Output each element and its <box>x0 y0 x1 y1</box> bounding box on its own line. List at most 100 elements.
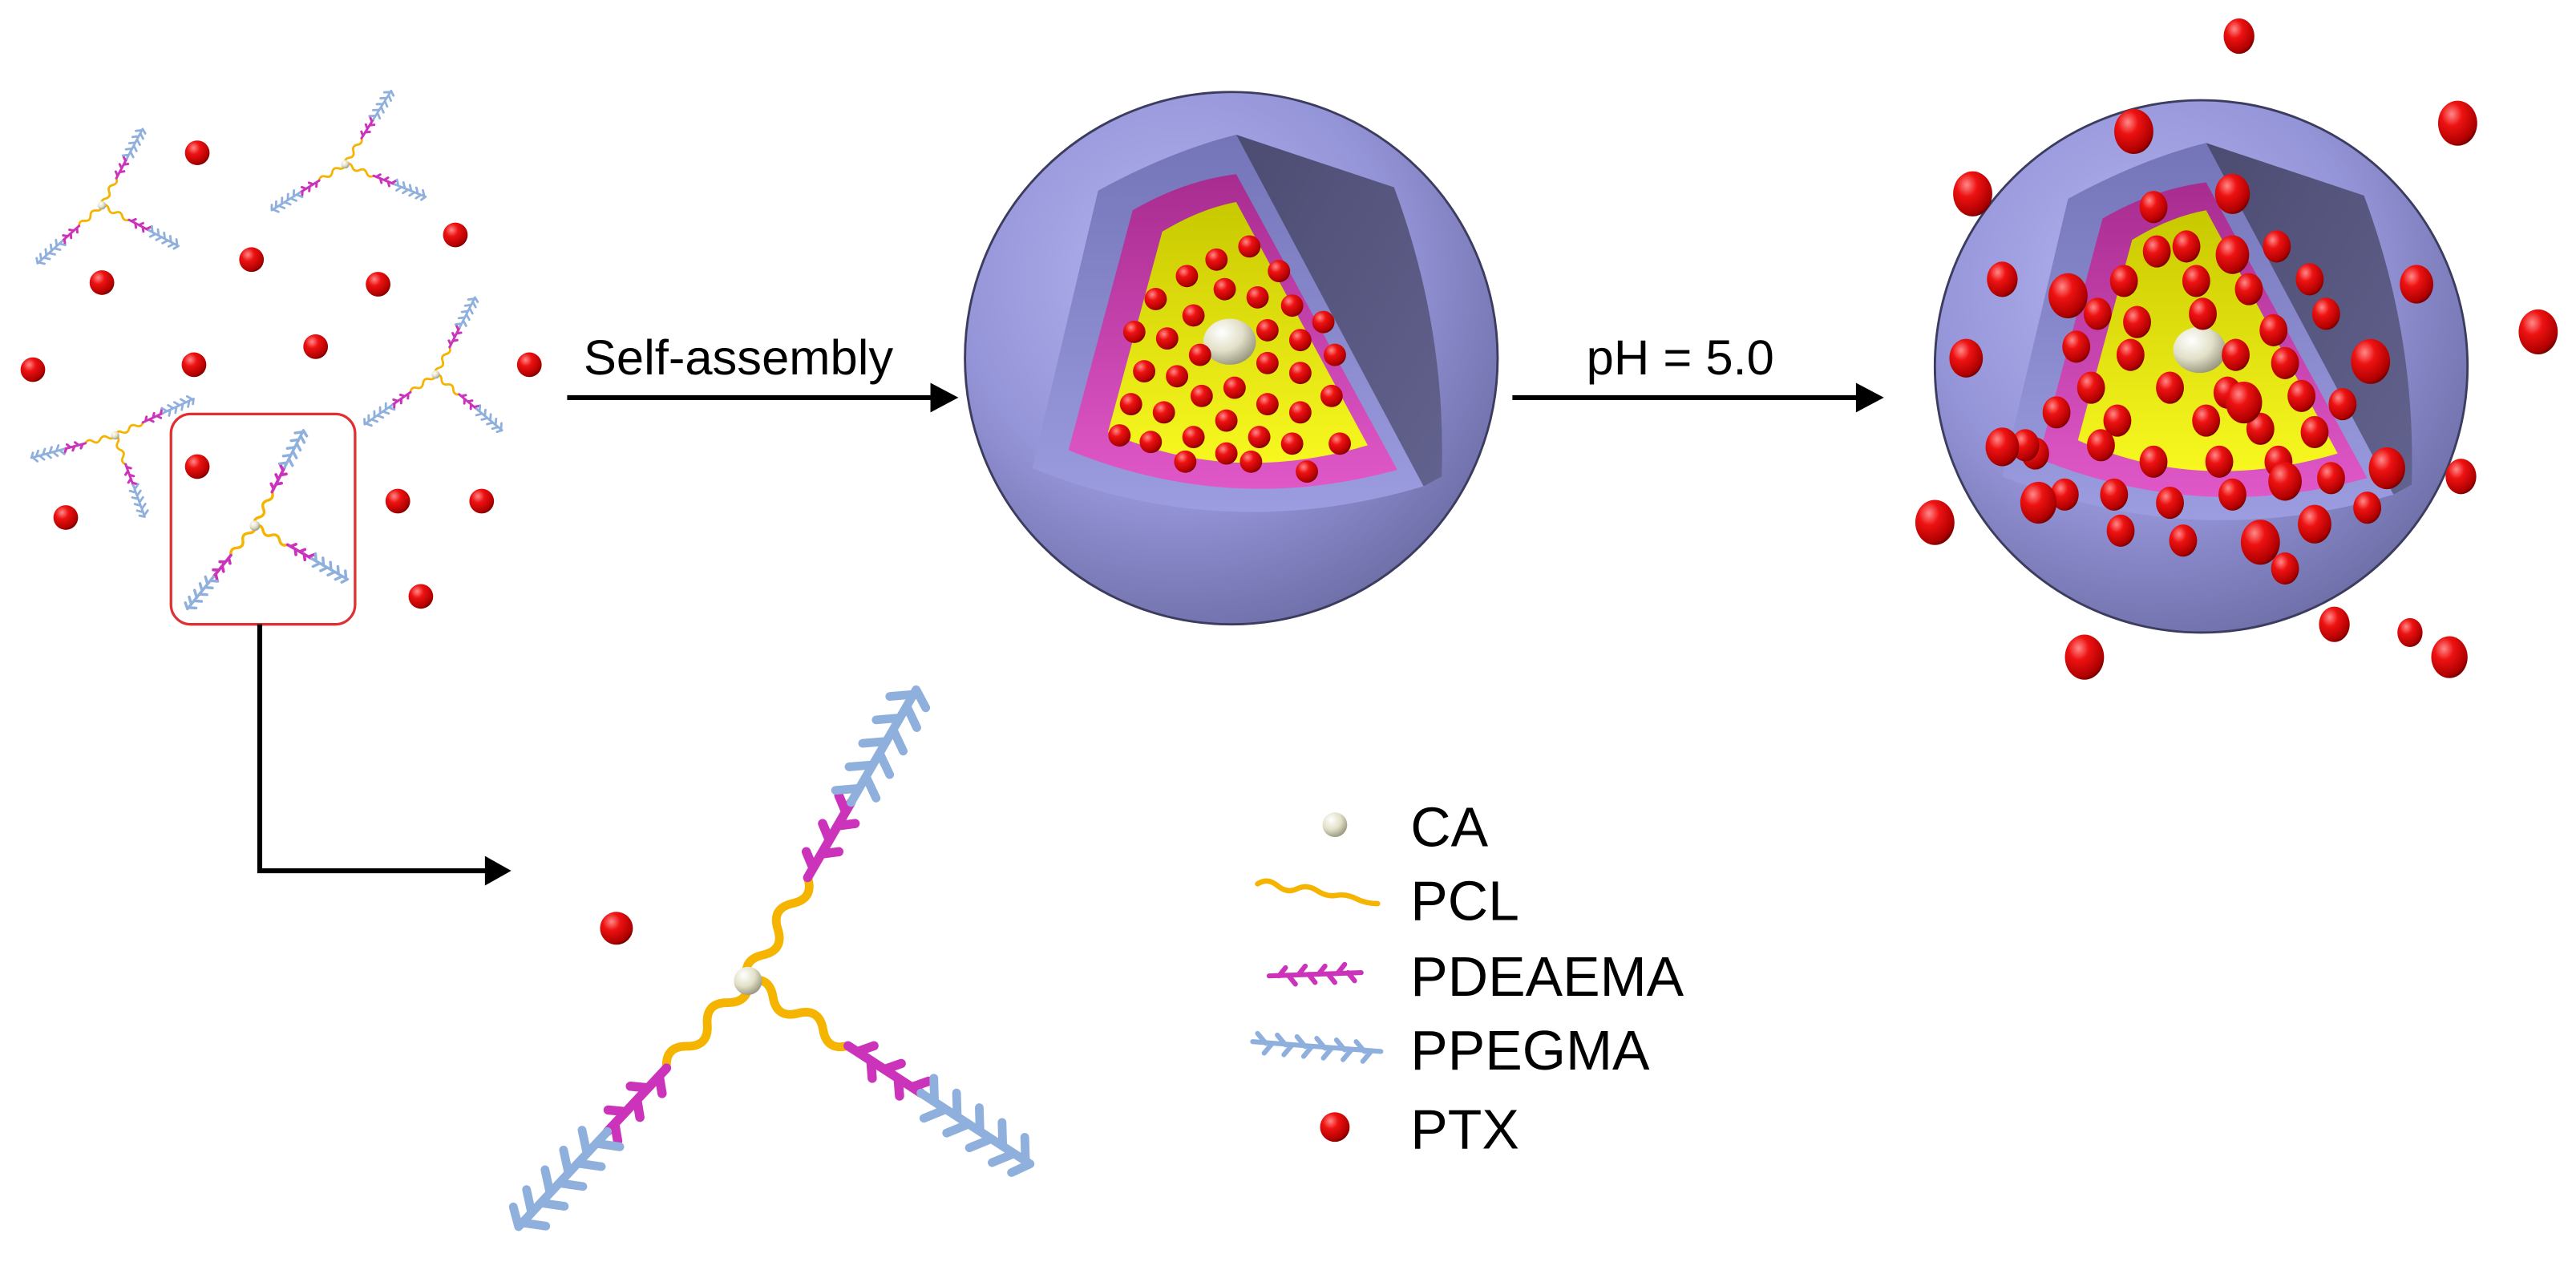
ptx-drug-particle <box>2106 514 2135 547</box>
ptx-drug-particle <box>1139 431 1163 454</box>
ptx-drug-particle <box>2271 346 2299 379</box>
ptx-drug-particle <box>2215 235 2250 274</box>
swollen-micelle-releasing <box>1915 18 2558 680</box>
ptx-drug-particle <box>1122 320 1146 343</box>
ptx-drug-particle <box>1320 384 1343 407</box>
ca-core-icon <box>1322 812 1348 838</box>
ptx-drug-particle <box>1155 327 1179 350</box>
ptx-drug-particle <box>2077 371 2105 404</box>
ptx-drug-particle <box>366 272 390 297</box>
ptx-drug-particle <box>2400 265 2434 304</box>
ptx-drug-particle <box>1296 460 1319 483</box>
ptx-drug-particle <box>2223 18 2255 55</box>
legend-item-pdeaema: PDEAEMA <box>1266 945 1684 1008</box>
ptx-drug-particle <box>1312 310 1335 334</box>
ptx-drug-particle <box>408 584 434 609</box>
ptx-drug-particle <box>2048 273 2088 318</box>
ptx-drug-particle <box>1215 442 1238 465</box>
ptx-drug-particle <box>2182 265 2210 297</box>
ptx-drug-particle <box>600 912 633 945</box>
ptx-drug-particle <box>2437 100 2477 146</box>
ptx-drug-particle <box>1949 338 1984 378</box>
ptx-drug-particle <box>2100 478 2129 511</box>
ptx-drug-particle <box>2445 459 2477 495</box>
ptx-drug-particle <box>2011 429 2040 462</box>
ptx-drug-particle <box>2156 371 2184 404</box>
ptx-drug-particle <box>469 488 495 514</box>
ptx-drug-particle <box>53 505 79 530</box>
ptx-drug-particle <box>239 247 265 273</box>
ptx-drug-particle <box>1119 393 1142 416</box>
pdeaema-segment-icon <box>1266 961 1364 987</box>
ptx-drug-particle <box>1213 277 1236 301</box>
ptx-drug-particle <box>1246 285 1269 309</box>
ptx-drug-particle <box>2368 447 2405 490</box>
legend-label: PDEAEMA <box>1410 945 1684 1008</box>
star-polymer <box>268 87 429 216</box>
ptx-drug-particle <box>2246 412 2275 445</box>
ptx-drug-particle <box>2109 265 2138 297</box>
ptx-drug-particle <box>2287 379 2316 412</box>
ptx-drug-particle <box>2300 415 2329 449</box>
ptx-drug-particle <box>1280 294 1304 318</box>
encapsulated-ptx-group <box>1108 235 1352 483</box>
ptx-drug-particle <box>2172 230 2201 263</box>
ptx-drug-particle <box>1323 343 1346 366</box>
ptx-drug-particle <box>2064 634 2105 680</box>
legend-label: PCL <box>1410 870 1519 932</box>
ptx-drug-particle <box>2431 636 2468 678</box>
zoom-connector-arrow <box>257 624 512 886</box>
legend-label: PTX <box>1410 1098 1519 1160</box>
ptx-drug-particle <box>2263 230 2291 263</box>
ptx-drug-particle <box>443 222 468 248</box>
ptx-drug-particle <box>1268 260 1291 283</box>
ptx-drug-particle <box>1174 450 1197 473</box>
ptx-drug-particle <box>1190 384 1213 407</box>
legend-item-pcl: PCL <box>1255 870 1519 932</box>
ptx-drug-particle <box>1987 261 2018 297</box>
ptx-drug-particle <box>1985 427 2020 467</box>
ptx-drug-particle <box>2192 404 2221 437</box>
ptx-drug-particle <box>1188 343 1211 366</box>
ptx-drug-particle <box>2353 491 2382 524</box>
ptx-drug-particle <box>2222 338 2250 371</box>
released-ptx-group <box>1915 18 2558 680</box>
ptx-drug-particle <box>1280 432 1304 455</box>
legend-item-ptx: PTX <box>1320 1098 1519 1160</box>
ptx-drug-particle <box>2268 462 2302 501</box>
drug-loaded-micelle <box>964 91 1499 626</box>
ptx-drug-particle <box>2226 381 2263 424</box>
ptx-drug-particle <box>2050 478 2079 511</box>
legend-item-ca: CA <box>1322 795 1489 858</box>
ptx-drug-particle <box>2397 617 2423 647</box>
highlight-box <box>169 412 357 626</box>
ptx-drug-particle <box>2114 108 2153 155</box>
ptx-drug-particle <box>1152 401 1175 424</box>
ptx-drug-particle <box>181 352 207 378</box>
ptx-drug-particle <box>1915 500 1955 545</box>
ptx-drug-particle <box>1256 318 1279 342</box>
zoomed-star-polymer <box>504 680 1041 1240</box>
ptx-drug-particle <box>385 488 410 514</box>
ptx-drug-particle <box>1256 393 1279 416</box>
pcl-segment-icon <box>1255 878 1381 907</box>
legend: CA PCL PDEAEMA PPEGMA PTX <box>1250 795 1684 1160</box>
ptx-drug-particle <box>2295 263 2324 296</box>
ptx-drug-particle <box>1182 426 1205 449</box>
ptx-drug-particle <box>1953 171 1992 216</box>
self-assembly-arrow: Self-assembly <box>567 330 959 413</box>
ptx-drug-particle <box>2189 297 2217 330</box>
ptx-drug-particle <box>2139 191 2168 224</box>
ptx-drug-particle <box>2311 297 2340 330</box>
ptx-drug-icon <box>1320 1112 1350 1143</box>
ptx-drug-particle <box>1256 351 1279 374</box>
ptx-drug-particle <box>1328 432 1352 455</box>
ptx-drug-particle <box>2103 404 2132 437</box>
ptx-drug-particle <box>2087 429 2115 462</box>
ppegma-segment-icon <box>1250 1030 1384 1064</box>
ptx-drug-particle <box>2214 173 2250 214</box>
ptx-drug-particle <box>1288 401 1312 424</box>
ptx-drug-particle <box>2062 330 2091 363</box>
ptx-drug-particle <box>1223 376 1246 399</box>
